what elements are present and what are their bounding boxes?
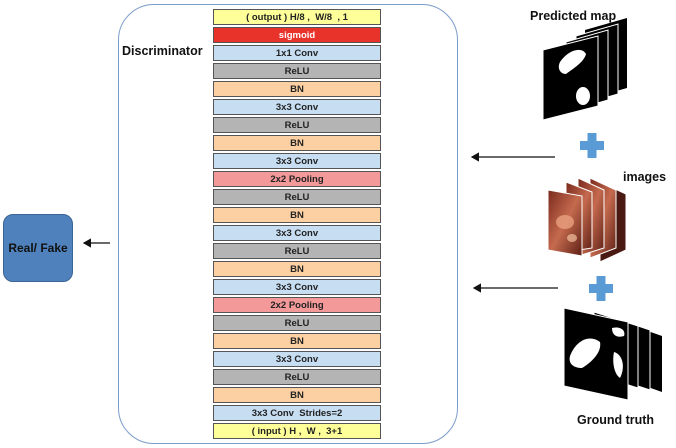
layer-input: ( input ) H , W , 3+1 [213,423,381,439]
layer-activation: ReLU [213,117,381,133]
layer-pool: 2x2 Pooling [213,297,381,313]
layer-norm: BN [213,333,381,349]
plus-icon-bottom [589,276,613,301]
layer-norm: BN [213,81,381,97]
predicted-map-image [542,18,627,121]
layer-conv: 3x3 Conv [213,99,381,115]
real-fake-label: Real/ Fake [8,241,68,255]
discriminator-title: Discriminator [122,44,203,58]
layer-conv: 1x1 Conv [213,45,381,61]
real-fake-output-box: Real/ Fake [3,214,73,282]
plus-icon-top [580,133,604,158]
layer-conv: 3x3 Conv Strides=2 [213,405,381,421]
layer-activation: ReLU [213,369,381,385]
discriminator-container [118,4,458,444]
layer-conv: 3x3 Conv [213,153,381,169]
layer-norm: BN [213,135,381,151]
layer-activation: sigmoid [213,27,381,43]
layer-norm: BN [213,207,381,223]
layer-conv: 3x3 Conv [213,351,381,367]
predicted-map-label: Predicted map [530,9,617,23]
endoscopy-images [547,177,627,263]
layer-norm: BN [213,261,381,277]
layer-activation: ReLU [213,315,381,331]
layer-activation: ReLU [213,63,381,79]
layer-pool: 2x2 Pooling [213,171,381,187]
layer-output: ( output ) H/8 , W/8 , 1 [213,9,381,25]
layer-norm: BN [213,387,381,403]
images-label: images [623,170,667,184]
layer-activation: ReLU [213,189,381,205]
ground-truth-image [563,307,662,401]
layer-conv: 3x3 Conv [213,225,381,241]
layer-activation: ReLU [213,243,381,259]
ground-truth-label: Ground truth [577,413,655,427]
layer-conv: 3x3 Conv [213,279,381,295]
